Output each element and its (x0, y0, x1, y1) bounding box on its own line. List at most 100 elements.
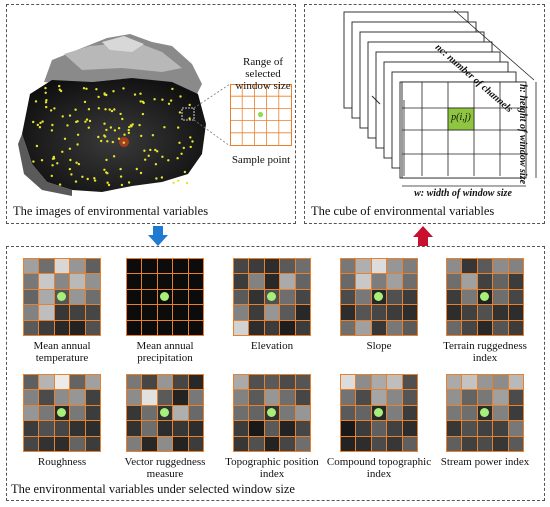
window-cell (85, 320, 100, 335)
sample-point-dot (161, 155, 164, 158)
sample-point-dot (74, 108, 77, 111)
sample-point-dot (32, 120, 35, 124)
sample-point-dot (88, 119, 92, 123)
sample-cell (264, 289, 280, 305)
window-cell (24, 259, 39, 274)
sample-point-dot (74, 180, 78, 183)
window-cell (371, 375, 387, 390)
window-cell (493, 259, 508, 274)
sample-point-dot (161, 98, 164, 101)
window-cell (39, 305, 54, 320)
sample-point-dot (32, 160, 35, 163)
window-cell (295, 305, 310, 320)
sample-point-dot (34, 100, 38, 103)
sample-point-dot (76, 120, 79, 123)
variable-window-grid (23, 258, 101, 336)
window-variables-panel (6, 246, 545, 501)
window-cell (85, 289, 100, 305)
sample-point-dot (156, 150, 159, 153)
window-cell (24, 274, 39, 289)
sample-point-dot (83, 100, 87, 104)
window-cell (142, 375, 157, 390)
sample-point-dot (153, 98, 156, 101)
range-window-label: Range of selected window size (235, 56, 291, 92)
window-cell (127, 421, 142, 436)
variable-window-grid (340, 374, 418, 452)
sample-point-dot (127, 181, 131, 184)
window-cell (142, 405, 157, 421)
sample-cell (54, 289, 70, 305)
sample-point-dot (61, 150, 64, 153)
window-cell (157, 274, 173, 289)
window-cell (249, 305, 264, 320)
window-cell (173, 259, 188, 274)
sample-cell (264, 405, 280, 421)
window-cell (54, 421, 70, 436)
sample-point-dot (135, 167, 138, 171)
window-cell (173, 436, 188, 451)
window-cell (127, 390, 142, 405)
window-cell (70, 289, 85, 305)
sample-point-dot (188, 117, 191, 120)
window-cell (447, 405, 462, 421)
window-cell (371, 305, 387, 320)
window-cell (387, 421, 402, 436)
down-arrow-icon (148, 226, 168, 246)
window-cell (280, 390, 295, 405)
sample-point-dot (189, 136, 192, 139)
variable-window-grid (340, 258, 418, 336)
sample-point-dot (40, 159, 44, 162)
sample-point-dot (87, 108, 91, 111)
sample-point-dot (68, 114, 72, 117)
sample-point-dot (84, 120, 87, 123)
sample-point-dot (93, 179, 97, 182)
sample-point-dot (51, 123, 54, 127)
window-cell (402, 390, 417, 405)
sample-cell (157, 289, 173, 305)
sample-point-dot (183, 170, 187, 174)
sample-point-dot (70, 173, 73, 176)
window-cell (70, 436, 85, 451)
window-cell (477, 320, 493, 335)
sample-point-dot (155, 177, 158, 180)
sample-point-dot (117, 127, 121, 130)
window-cell (280, 421, 295, 436)
sample-point-dot (189, 145, 192, 149)
window-cell (447, 320, 462, 335)
window-cell (387, 436, 402, 451)
window-cell (54, 274, 70, 289)
window-cell (70, 305, 85, 320)
sample-point-dot (39, 121, 42, 125)
window-cell (295, 274, 310, 289)
window-cell (127, 405, 142, 421)
sample-point-dot (69, 158, 72, 162)
window-cell (341, 436, 356, 451)
window-cell (127, 305, 142, 320)
sample-point-dot (119, 167, 122, 171)
window-cell (127, 259, 142, 274)
window-cell (39, 421, 54, 436)
sample-point-dot (129, 124, 133, 127)
window-cell (295, 405, 310, 421)
sample-point-dot (44, 91, 47, 95)
window-cell (493, 390, 508, 405)
window-cell (24, 390, 39, 405)
window-cell (508, 421, 523, 436)
window-cell (508, 405, 523, 421)
variable-label: Slope (366, 340, 392, 352)
sample-point-dot (139, 171, 143, 175)
window-cell (462, 305, 477, 320)
window-cell (157, 421, 173, 436)
window-cell (173, 421, 188, 436)
sample-point-dot (141, 112, 145, 116)
window-cell (447, 274, 462, 289)
sample-point-dot (119, 175, 123, 178)
sample-point-dot (178, 141, 181, 144)
sample-point-dot (104, 108, 107, 111)
window-cell (341, 274, 356, 289)
variable-label: Topographic position index (225, 456, 319, 480)
window-cell (371, 259, 387, 274)
sample-point-dot (105, 158, 108, 162)
window-cell (157, 436, 173, 451)
window-cell (188, 274, 203, 289)
